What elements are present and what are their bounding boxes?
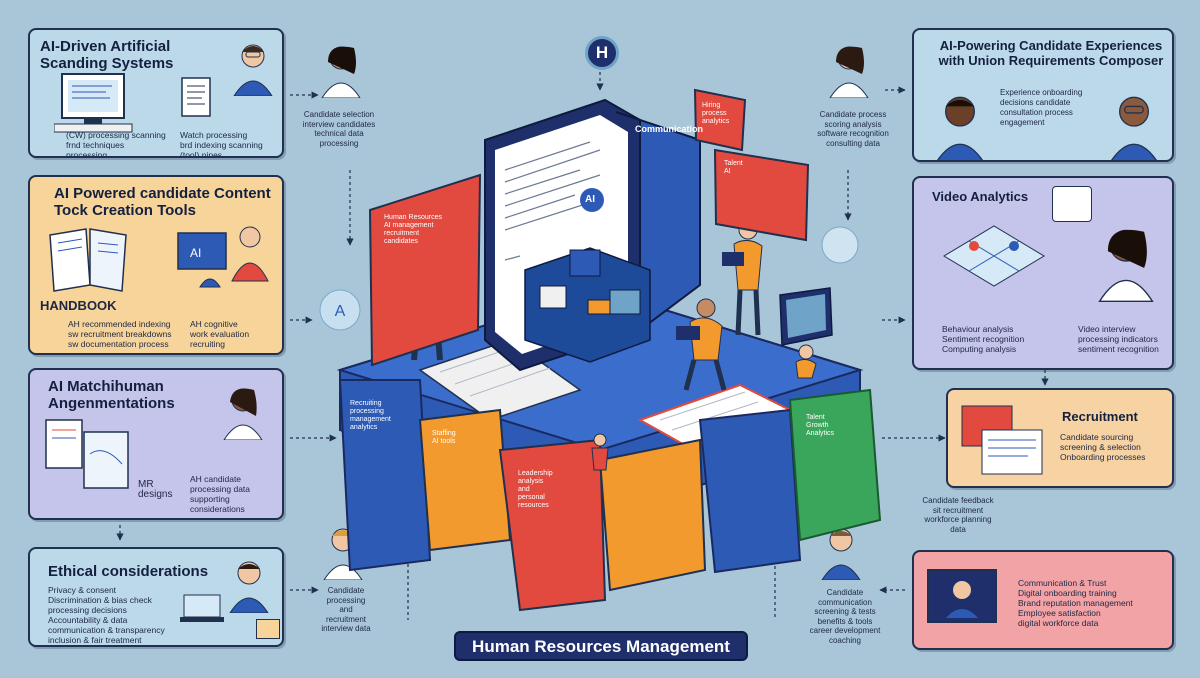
card-text-red-top: Hiring process analytics [702, 102, 730, 125]
chart-bubble-icon [1052, 186, 1092, 222]
panel-scanning-systems: AI-Driven Artificial Scanding Systems (C… [28, 28, 284, 158]
panel-text: Privacy & consent Discrimination & bias … [48, 585, 165, 645]
laptop-icon [180, 594, 224, 622]
panel-title: Video Analytics [932, 189, 1029, 204]
free-text-top-right: Candidate process scoring analysis softw… [817, 110, 889, 148]
panel-text-a: (CW) processing scanning frnd techniques… [66, 130, 166, 158]
panel-text: Experience onboarding decisions candidat… [1000, 88, 1083, 127]
panel-text-a: AH recommended indexing sw recruitment b… [68, 319, 172, 349]
card-text-orange: Staffing AI tools [432, 430, 456, 445]
panel-text-b: AH cognitive work evaluation recruiting [190, 319, 250, 349]
person-avatar [937, 96, 983, 160]
person-avatar [821, 528, 861, 580]
person-avatar [1111, 96, 1157, 160]
panel-title: AI Matchihuman Angenmentations [48, 378, 175, 412]
person-avatar [223, 388, 263, 440]
panel-text-a: Behaviour analysis Sentiment recognition… [942, 324, 1025, 354]
person-avatar [321, 46, 361, 98]
screen-tag: AI [585, 194, 595, 205]
computer-illustration [54, 73, 133, 133]
hr-badge-icon: H [585, 36, 619, 70]
panel-matching: AI Matchihuman Angenmentations MR design… [28, 368, 284, 520]
panel-text-b: Video interview processing indicators se… [1078, 324, 1159, 354]
panel-candidate-experiences: AI-Powering Candidate Experiences with U… [912, 28, 1174, 162]
panel-title: AI-Driven Artificial Scanding Systems [40, 38, 174, 72]
person-avatar [829, 46, 869, 98]
ai-orb-letter: A [335, 303, 346, 320]
recruitment-board-illustration [961, 405, 1043, 475]
card-text-blue-front: Recruiting processing management analyti… [350, 400, 391, 431]
panel-onboarding: Communication & Trust Digital onboarding… [912, 550, 1174, 650]
svg-text:AI: AI [190, 246, 201, 260]
panel-title: AI Powered candidate Content Tock Creati… [54, 185, 271, 219]
panel-label: MR designs [138, 479, 173, 500]
screen-title: Communication [635, 124, 704, 134]
panel-text: Candidate sourcing screening & selection… [1060, 432, 1146, 462]
page-title: Human Resources Management [454, 631, 748, 661]
panel-title: Ethical considerations [48, 563, 209, 580]
person-avatar [229, 561, 269, 613]
handbook-label: HANDBOOK [40, 298, 117, 313]
panel-text-b: AH candidate processing data supporting … [190, 474, 251, 514]
video-call-screen-icon [927, 569, 997, 623]
panel-content-tools: AI Powered candidate Content Tock Creati… [28, 175, 284, 355]
person-avatar [233, 44, 273, 96]
free-text-right-mid: Candidate feedback sit recruitment workf… [922, 496, 994, 534]
card-text-red-front: Leadership analysis and personal resourc… [518, 470, 553, 509]
tablets-illustration [45, 419, 129, 489]
panel-text-b: Watch processing brd indexing scanning (… [180, 130, 263, 158]
free-text-top-left: Candidate selection interview candidates… [302, 110, 376, 148]
card-text-red-right: Talent AI [724, 160, 743, 175]
panel-ethical: Ethical considerations Privacy & consent… [28, 547, 284, 647]
tablet-user-illustration: AI [177, 226, 269, 288]
person-avatar [1098, 229, 1154, 303]
card-text-red-left: Human Resources AI management recruitmen… [384, 214, 442, 245]
sticky-note [256, 619, 280, 639]
free-text-bottom-right: Candidate communication screening & test… [809, 588, 881, 645]
panel-video-analytics: Video Analytics Behaviour analysis Senti… [912, 176, 1174, 370]
panel-text: Communication & Trust Digital onboarding… [1018, 578, 1133, 628]
document-icon [181, 77, 211, 117]
analytics-grid-illustration [943, 225, 1045, 287]
card-text-green: Talent Growth Analytics [806, 414, 835, 437]
panel-title: Recruitment [1062, 409, 1138, 424]
panel-recruitment: Recruitment Candidate sourcing screening… [946, 388, 1174, 488]
handbook-icon [49, 228, 127, 292]
panel-title: AI-Powering Candidate Experiences with U… [938, 38, 1164, 68]
free-text-bottom-left: Candidate processing and recruitment int… [321, 586, 371, 633]
